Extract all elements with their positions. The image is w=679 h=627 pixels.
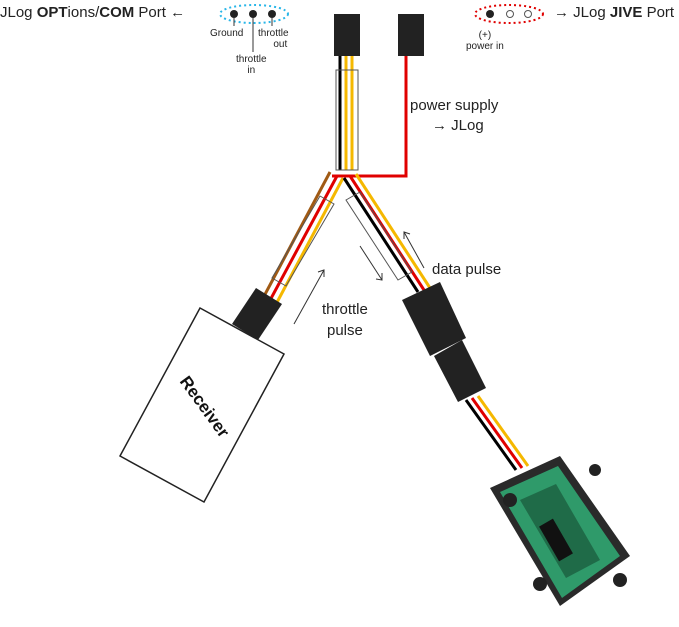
port-opt-bold: OPT [36,4,68,21]
right-arrow-icon: → [554,4,569,21]
esc-branch-heatshrink [345,191,413,281]
data-pulse-label: data pulse [432,261,502,278]
esc-lead-wires [464,395,530,471]
receiver-branch-heatshrink [271,195,335,287]
trunk-wires [338,56,354,170]
port-suffix: Port [134,4,166,21]
port-middle: ions/ [67,4,100,21]
jive-port-title: → JLog JIVE Port [554,4,674,21]
pin-empty-dot-2 [524,10,532,18]
receiver-branch-wires [260,171,345,309]
right-pin-outline [474,4,544,24]
data-pulse-arrow-down [359,245,383,281]
power-supply-label: power supply → JLog [410,97,499,134]
pin-throttle-out-dot [268,10,276,18]
pin-throttle-out-label: throttle out [258,28,289,50]
pin-throttle-in-label: throttle in [236,54,267,76]
jive-connector [398,14,424,56]
receiver-plug [232,288,282,340]
esc-plug-male [402,282,466,356]
throttle-pulse-arrow [293,269,325,325]
pin-power-dot [486,10,494,18]
throttle-pulse-label: throttle pulse [322,301,368,339]
trunk-heatshrink [335,69,359,171]
jive-bold: JIVE [609,4,643,21]
pin-ground-dot [230,10,238,18]
data-pulse-arrow-up [403,231,425,269]
jive-prefix: JLog [569,4,610,21]
left-pin-outline [219,4,289,24]
left-arrow-icon: ← [170,4,186,21]
esc-plug-female [434,340,486,402]
pin-empty-dot-1 [506,10,514,18]
options-com-connector [334,14,360,56]
receiver-box [118,306,286,504]
pin-power-label: (+) power in [466,30,504,52]
port-prefix: JLog [0,4,37,21]
pin-ground-label: Ground [210,28,244,39]
pin-throttle-in-dot [249,10,257,18]
port-com-bold: COM [99,4,135,21]
options-com-port-title: JLog OPTions/COM Port ← [0,4,185,21]
power-supply-wire [332,56,408,178]
jive-suffix: Port [642,4,675,21]
esc-controller [490,456,630,606]
